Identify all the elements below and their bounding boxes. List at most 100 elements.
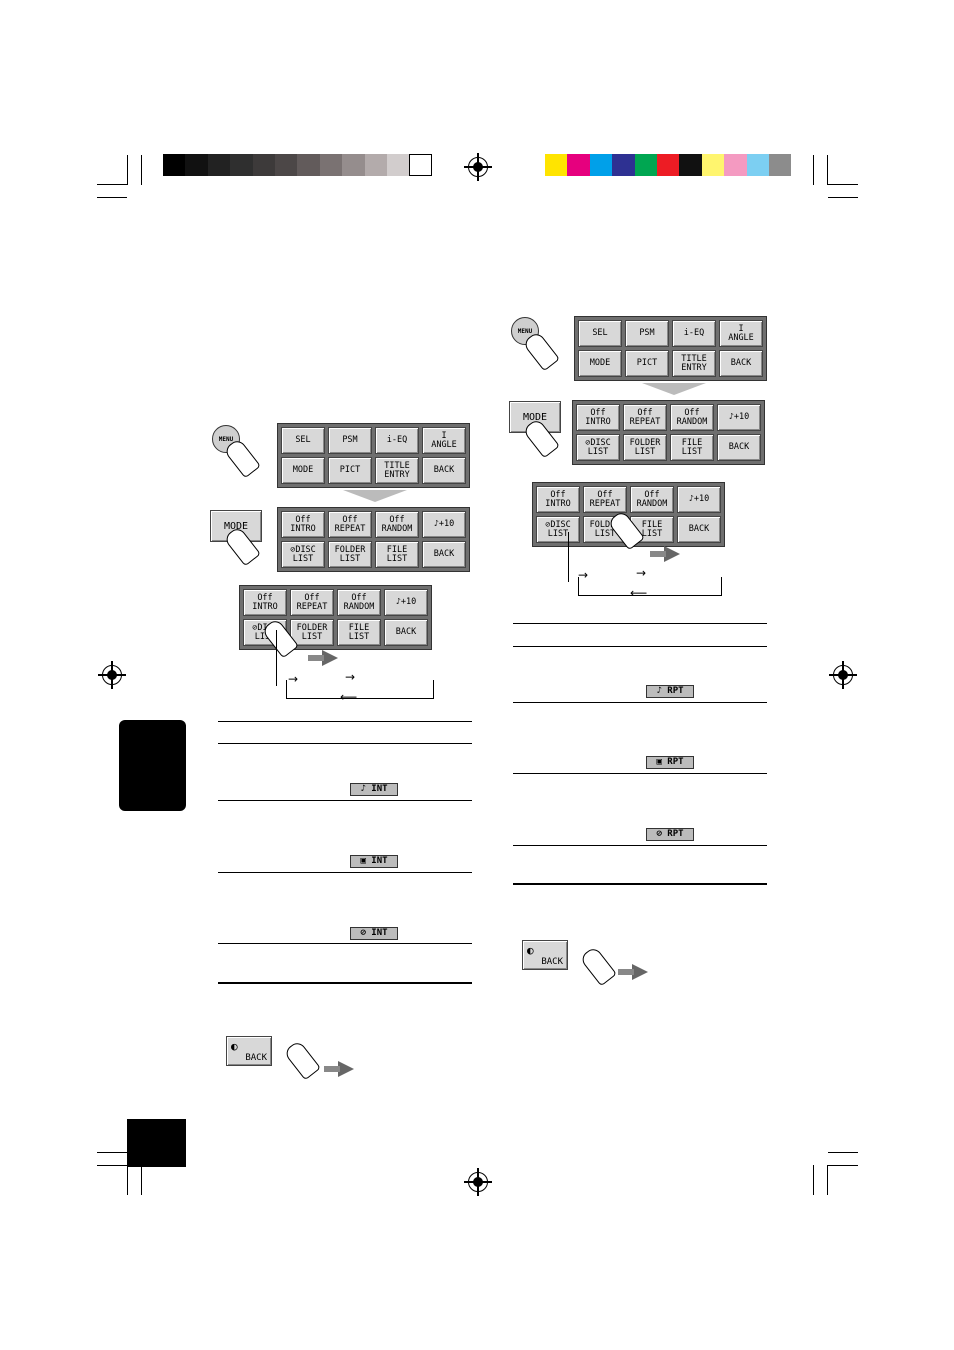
- table-rule: [513, 845, 767, 846]
- menu-panel-button[interactable]: BACK: [422, 457, 466, 484]
- color-swatch: [701, 154, 725, 176]
- menu-panel-button-label: Off: [389, 514, 405, 525]
- crop-mark: [97, 1152, 127, 1153]
- menu-panel-button-label: Off: [342, 514, 358, 525]
- menu-panel-button-label: BACK: [728, 442, 750, 452]
- menu-panel-button-label: REPEAT: [589, 498, 621, 509]
- back-button[interactable]: ◐BACK: [522, 940, 568, 970]
- section-tab: [119, 720, 186, 811]
- cycle-arrow-icon: →: [578, 568, 589, 582]
- menu-panel-button-label: RANDOM: [636, 498, 668, 509]
- mode-menu-panel-intro: OffINTROOffREPEATOffRANDOM♪+10⊘DISCLISTF…: [239, 585, 432, 650]
- menu-panel-button[interactable]: PSM: [625, 320, 669, 347]
- menu-panel-button-label: PICT: [636, 358, 658, 368]
- table-rule: [513, 702, 767, 703]
- menu-panel-button[interactable]: PSM: [328, 427, 372, 454]
- menu-panel-button-label: INTRO: [252, 601, 278, 612]
- crop-mark: [828, 184, 858, 185]
- registration-mark: [464, 1168, 492, 1196]
- menu-panel-button-label: FOLDER: [334, 544, 366, 555]
- menu-panel-button-label: Off: [597, 489, 613, 500]
- menu-panel-button-label: ♪+10: [688, 494, 710, 504]
- menu-panel-button[interactable]: BACK: [717, 434, 761, 461]
- color-swatch: [275, 154, 298, 176]
- menu-panel-button-label: TITLE: [681, 353, 707, 364]
- crop-mark: [97, 1165, 127, 1166]
- menu-panel-button[interactable]: SEL: [578, 320, 622, 347]
- right-arrow-icon: [618, 964, 648, 980]
- menu-panel-button[interactable]: ♪+10: [422, 511, 466, 538]
- color-swatch: [252, 154, 275, 176]
- crop-mark: [828, 1152, 858, 1153]
- menu-panel-button-label: SEL: [592, 328, 608, 338]
- menu-panel-button-label: RANDOM: [343, 601, 375, 612]
- menu-panel-button[interactable]: SEL: [281, 427, 325, 454]
- cycle-diagram: [568, 532, 569, 582]
- menu-panel-button[interactable]: ♪+10: [677, 486, 721, 513]
- table-rule: [218, 872, 472, 873]
- menu-panel-button[interactable]: BACK: [677, 516, 721, 543]
- color-swatch: [679, 154, 702, 176]
- color-swatch: [409, 154, 432, 176]
- menu-panel-button[interactable]: PICT: [328, 457, 372, 484]
- menu-panel-button[interactable]: BACK: [384, 619, 428, 646]
- color-swatch: [185, 154, 208, 176]
- menu-panel-button-label: ANGLE: [728, 332, 754, 343]
- menu-panel-button[interactable]: i-EQ: [375, 427, 419, 454]
- menu-panel-button[interactable]: BACK: [719, 350, 763, 377]
- menu-label: MENU: [218, 435, 234, 443]
- intro-indicator: ▣ INT: [350, 855, 398, 868]
- menu-panel-button[interactable]: ♪+10: [717, 404, 761, 431]
- menu-panel-button[interactable]: MODE: [578, 350, 622, 377]
- color-swatch: [769, 154, 792, 176]
- menu-panel-button-label: LIST: [681, 446, 703, 457]
- menu-panel-button[interactable]: MODE: [281, 457, 325, 484]
- menu-panel-button[interactable]: ♪+10: [384, 589, 428, 616]
- menu-panel-button-label: ⊘DISC: [545, 519, 571, 530]
- menu-panel-button-label: SEL: [295, 435, 311, 445]
- menu-panel-button-label: Off: [351, 592, 367, 603]
- table-rule: [218, 943, 472, 944]
- menu-panel-button[interactable]: i-EQ: [672, 320, 716, 347]
- crop-mark: [141, 1165, 142, 1195]
- down-arrow-icon: [642, 383, 706, 395]
- finger-icon: [579, 945, 617, 987]
- intro-indicator: ⊘ INT: [350, 927, 398, 940]
- crop-mark: [827, 155, 828, 185]
- menu-panel-button-label: ENTRY: [384, 469, 410, 480]
- menu-panel-button-label: Off: [550, 489, 566, 500]
- menu-panel-button-label: Off: [684, 407, 700, 418]
- menu-panel-button[interactable]: PICT: [625, 350, 669, 377]
- menu-panel-button-label: BACK: [688, 524, 710, 534]
- back-label: BACK: [245, 1053, 267, 1063]
- back-button[interactable]: ◐BACK: [226, 1036, 272, 1066]
- menu-panel-button[interactable]: BACK: [422, 541, 466, 568]
